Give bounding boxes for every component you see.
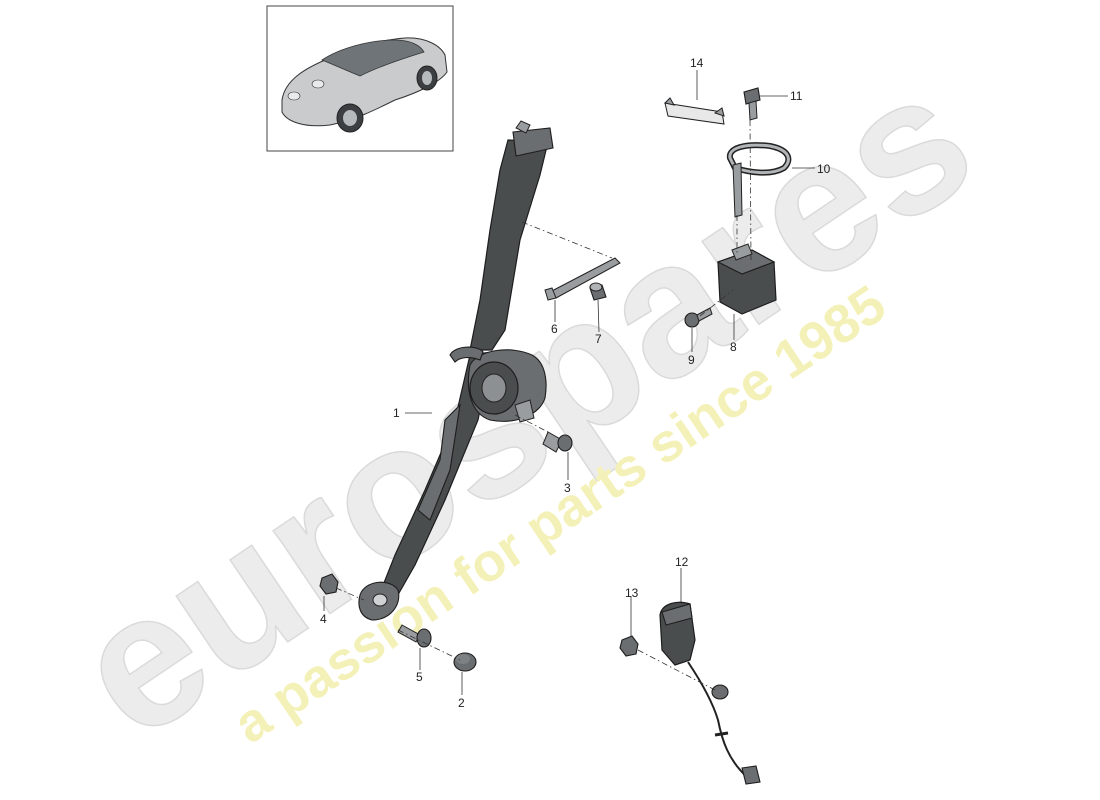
assembly-lines (335, 119, 752, 691)
callout-7: 7 (595, 332, 602, 346)
bracket-part-6 (544, 257, 621, 301)
nut-part-13 (619, 635, 639, 657)
thumbnail-frame (266, 5, 454, 152)
callout-8: 8 (730, 340, 737, 354)
height-adjuster-part-8 (716, 243, 777, 315)
spacer-part-7 (589, 282, 607, 301)
buckle-part-12 (659, 601, 761, 785)
callout-3: 3 (564, 481, 571, 495)
cap-part-2 (453, 652, 477, 672)
bolt-part-9 (684, 307, 713, 328)
callout-10: 10 (817, 162, 831, 176)
callout-labels: 1 2 3 4 5 6 7 8 9 10 11 12 13 14 (320, 56, 831, 710)
callout-11: 11 (790, 89, 803, 103)
seat-belt-assembly (358, 120, 554, 621)
callout-5: 5 (416, 670, 423, 684)
callout-13: 13 (625, 586, 639, 600)
car-icon (281, 37, 448, 133)
bolt-part-3 (542, 431, 573, 453)
d-ring-part-10 (726, 142, 792, 218)
callout-6: 6 (551, 322, 558, 336)
callout-9: 9 (688, 353, 695, 367)
cover-part-14 (664, 97, 725, 125)
callout-14: 14 (690, 56, 704, 70)
callout-12: 12 (675, 555, 689, 569)
callout-4: 4 (320, 612, 327, 626)
leader-lines (323, 70, 815, 695)
bolt-part-11 (743, 87, 761, 121)
callout-2: 2 (458, 696, 465, 710)
callout-1: 1 (393, 406, 400, 420)
nut-part-4 (319, 573, 339, 595)
